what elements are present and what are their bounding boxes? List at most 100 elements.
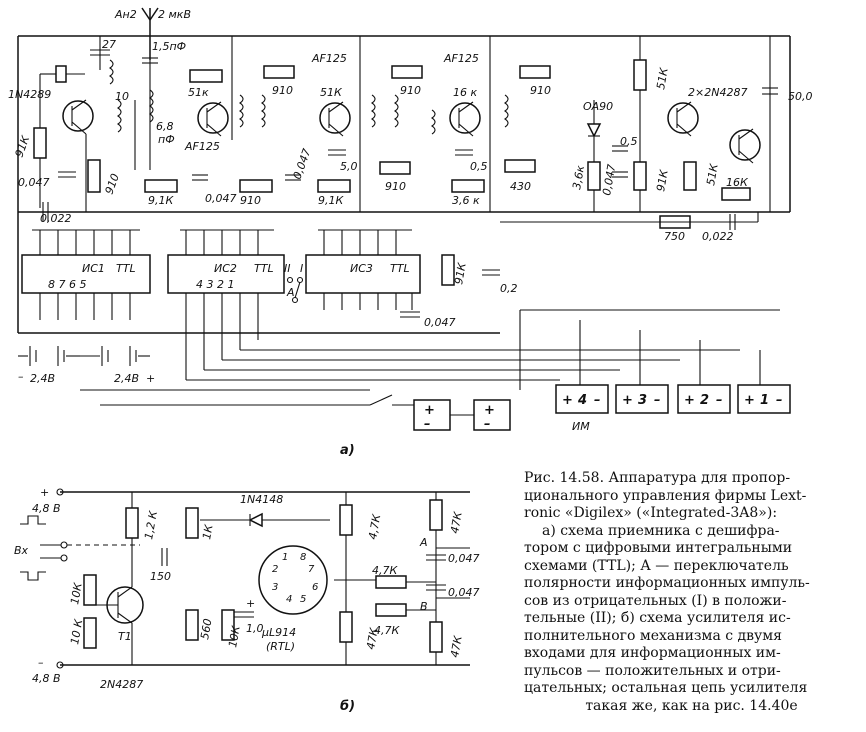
label-c1-5: 1,5пФ: [152, 40, 186, 53]
label-r10k-2: 10 К: [68, 617, 85, 645]
ch1-number: 1: [760, 393, 769, 408]
if-stage-2: [317, 36, 423, 212]
resistor-icon: [519, 65, 551, 79]
label-c6-8: 6,8: [156, 120, 174, 133]
terminal-icon: [56, 661, 64, 669]
ch1-plus: +: [744, 393, 755, 408]
label-crystal: 1N4289: [8, 88, 51, 101]
label-c0047-2: 0,047: [291, 147, 314, 181]
label-r16k-2: 16К: [726, 176, 749, 189]
ic2: [167, 229, 285, 380]
label-c0-2: 0,2: [500, 282, 518, 295]
label-r51k-1: 51к: [188, 86, 209, 99]
inductor-icon: [371, 94, 376, 128]
ch2-number: 2: [700, 393, 709, 408]
ch3-number: 3: [638, 393, 647, 408]
transistor-icon: [197, 102, 229, 134]
label-r91k-1: 91К: [13, 133, 33, 159]
cap-plus: +: [246, 597, 255, 610]
resistor-icon: [185, 507, 199, 539]
inductor-icon: [504, 94, 509, 128]
regulator-box-2: [473, 399, 511, 431]
ic1-pins: 8 7 6 5: [48, 278, 86, 291]
schematic-b: + 4,8 В – 4,8 В Вх 10К 10 К Т1 2N4287 1,…: [14, 486, 480, 714]
label-c0047-4: 0,047: [600, 163, 618, 196]
label-r4-7k-3: 4,7К: [374, 624, 400, 637]
label-r910-6: 910: [385, 180, 406, 193]
polarity-switch: [286, 276, 304, 304]
ic2-ttl-label: TTL: [254, 262, 274, 275]
label-c0022-2: 0,022: [702, 230, 734, 243]
channel-box-4: [555, 384, 609, 414]
ch2-minus: –: [716, 393, 723, 408]
label-r51k-4: 51К: [704, 162, 721, 187]
label-ic: μL914: [261, 626, 296, 639]
pin-3: 3: [272, 582, 278, 593]
antenna-voltage-label: 2 мкВ: [158, 8, 191, 21]
label-r4-7k-1: 4,7К: [366, 512, 383, 540]
label-c0-5-1: 0,5: [470, 160, 488, 173]
label-c5-0: 5,0: [340, 160, 358, 173]
caption-line: ционального управления фирмы Lext-: [524, 487, 807, 504]
label-c0047-a: 0,047: [448, 552, 480, 565]
pulse-negative-icon: [20, 571, 46, 581]
inductor-icon: [431, 109, 436, 135]
resistor-icon: [633, 161, 647, 191]
label-r9-1k-1: 9,1К: [148, 194, 174, 207]
caption-line: сов из отрицательных (I) в положи-: [524, 592, 787, 609]
terminal-icon: [56, 488, 64, 496]
reg2-minus: –: [484, 417, 491, 432]
ic3-ttl-label: TTL: [390, 262, 410, 275]
label-c50: 50,0: [788, 90, 813, 103]
oscillator-stage: [33, 36, 158, 212]
resistor-icon: [429, 621, 443, 653]
inductor-icon: [261, 94, 266, 128]
ch4-minus: –: [594, 393, 601, 408]
caption-line: ronic «Digilex» («Integrated-3A8»):: [524, 505, 778, 521]
pulse-positive-icon: [20, 515, 46, 525]
label-c0022-1: 0,022: [40, 212, 72, 225]
reg1-plus: +: [424, 403, 435, 418]
ic1: [21, 229, 151, 320]
label-r910-4: 910: [530, 84, 551, 97]
diode-icon: [586, 123, 602, 138]
ch4-number: 4: [577, 393, 587, 408]
label-node-a: А: [419, 536, 428, 549]
label-t1: Т1: [118, 630, 132, 643]
ic1-ttl-label: TTL: [116, 262, 136, 275]
ic3-label: ИС3: [350, 262, 373, 275]
battery-2: [80, 346, 150, 366]
label-r9-1k-2: 9,1К: [318, 194, 344, 207]
switch-label-i: I: [300, 262, 303, 275]
label-c0-5-2: 0,5: [620, 135, 638, 148]
label-r3-6k-2: 3,6к: [570, 164, 587, 190]
label-r51k-2: 51К: [320, 86, 343, 99]
resistor-icon: [185, 609, 199, 641]
resistor-icon: [379, 161, 411, 175]
label-r3-6k-1: 3,6 к: [452, 194, 480, 207]
reg2-plus: +: [484, 403, 495, 418]
label-c10: 10: [115, 90, 129, 103]
label-c0047-3: 0,047: [205, 192, 237, 205]
label-r47k-1: 47К: [448, 510, 465, 535]
ic2-pins: 4 3 2 1: [196, 278, 234, 291]
resistor-icon: [144, 179, 178, 193]
label-af125-2: AF125: [311, 52, 347, 65]
label-v-minus: 4,8 В: [32, 672, 61, 685]
label-r47k-2: 47К: [448, 634, 465, 659]
ic-chip-icon: [21, 254, 151, 294]
label-r910-2: 910: [272, 84, 293, 97]
if-stage-1: [144, 36, 301, 193]
channel-box-1: [737, 384, 791, 414]
channel-box-3: [615, 384, 669, 414]
switch-label-a: A: [286, 286, 295, 299]
label-im: ИМ: [572, 420, 590, 433]
detector-stage: [586, 36, 778, 212]
resistor-icon: [83, 617, 97, 649]
resistor-icon: [33, 127, 47, 159]
crystal-icon: [55, 65, 67, 83]
caption-line: полярности информационных импуль-: [524, 575, 810, 591]
resistor-icon: [87, 159, 101, 193]
label-r430: 430: [510, 180, 531, 193]
label-r910-1: 910: [103, 172, 122, 196]
